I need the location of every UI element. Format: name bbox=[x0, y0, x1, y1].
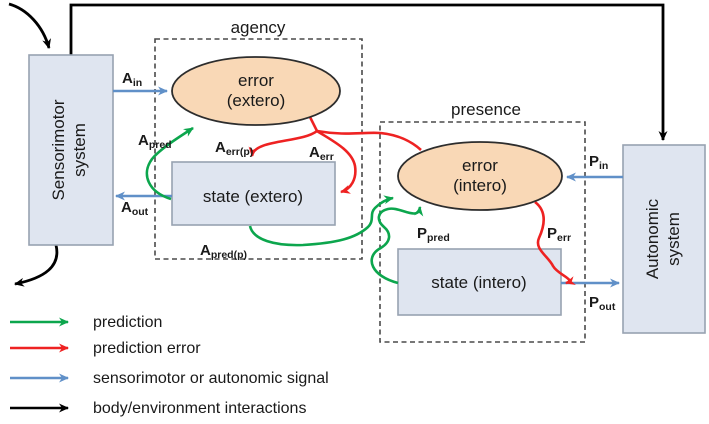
aout-label: Aout bbox=[121, 199, 149, 218]
error-extero-label-line2: (extero) bbox=[227, 91, 286, 110]
agency-region-title: agency bbox=[231, 18, 286, 37]
aerr-p-arrow bbox=[248, 129, 318, 157]
ain-label: Ain bbox=[122, 70, 142, 89]
state-extero-box bbox=[171, 161, 336, 226]
error-intero-node bbox=[397, 141, 563, 211]
perr-arrow bbox=[534, 200, 576, 285]
body-loop-arrow bbox=[69, 3, 668, 141]
legend-prediction-label: prediction bbox=[93, 314, 162, 331]
legend-prediction-error-label: prediction error bbox=[93, 340, 201, 357]
autonomic-system-label-line2: system bbox=[664, 212, 683, 266]
extero-to-intero-error-line bbox=[316, 129, 422, 151]
pout-label: Pout bbox=[589, 294, 616, 313]
autonomic-system-box bbox=[622, 144, 706, 334]
apred-p-arrow bbox=[248, 195, 394, 247]
pin-label: Pin bbox=[589, 153, 608, 172]
apred-p-label: Apred(p) bbox=[200, 242, 247, 261]
apred-label: Apred bbox=[138, 132, 172, 151]
apred-arrow bbox=[145, 126, 194, 201]
error-extero-node bbox=[171, 56, 341, 126]
ppred-arrow bbox=[370, 206, 424, 285]
sensorimotor-system-label-line1: Sensorimotor bbox=[49, 99, 68, 200]
presence-region-title: presence bbox=[451, 100, 521, 119]
state-intero-label: state (intero) bbox=[431, 273, 526, 292]
agency-region-box bbox=[154, 38, 363, 260]
sensorimotor-system-box bbox=[28, 54, 114, 246]
state-extero-label: state (extero) bbox=[203, 187, 303, 206]
ppred-label: Ppred bbox=[417, 225, 450, 244]
perr-label: Perr bbox=[547, 225, 571, 244]
presence-region-box bbox=[379, 121, 586, 343]
aerr-arrow bbox=[308, 116, 357, 194]
error-extero-label-line1: error bbox=[238, 71, 274, 90]
legend-body-environment-label: body/environment interactions bbox=[93, 400, 306, 417]
environment-in-arrow bbox=[8, 2, 51, 49]
sensorimotor-system-label-line2: system bbox=[70, 123, 89, 177]
autonomic-system-label-line1: Autonomic bbox=[643, 198, 662, 279]
error-intero-label-line1: error bbox=[462, 156, 498, 175]
error-intero-label-line2: (intero) bbox=[453, 176, 507, 195]
state-intero-box bbox=[397, 248, 562, 316]
legend-signal-label: sensorimotor or autonomic signal bbox=[93, 370, 329, 387]
aerr-p-label: Aerr(p) bbox=[215, 139, 253, 158]
environment-out-arrow bbox=[14, 244, 59, 287]
aerr-label: Aerr bbox=[309, 144, 334, 163]
legend: prediction prediction error sensorimotor… bbox=[10, 314, 329, 417]
